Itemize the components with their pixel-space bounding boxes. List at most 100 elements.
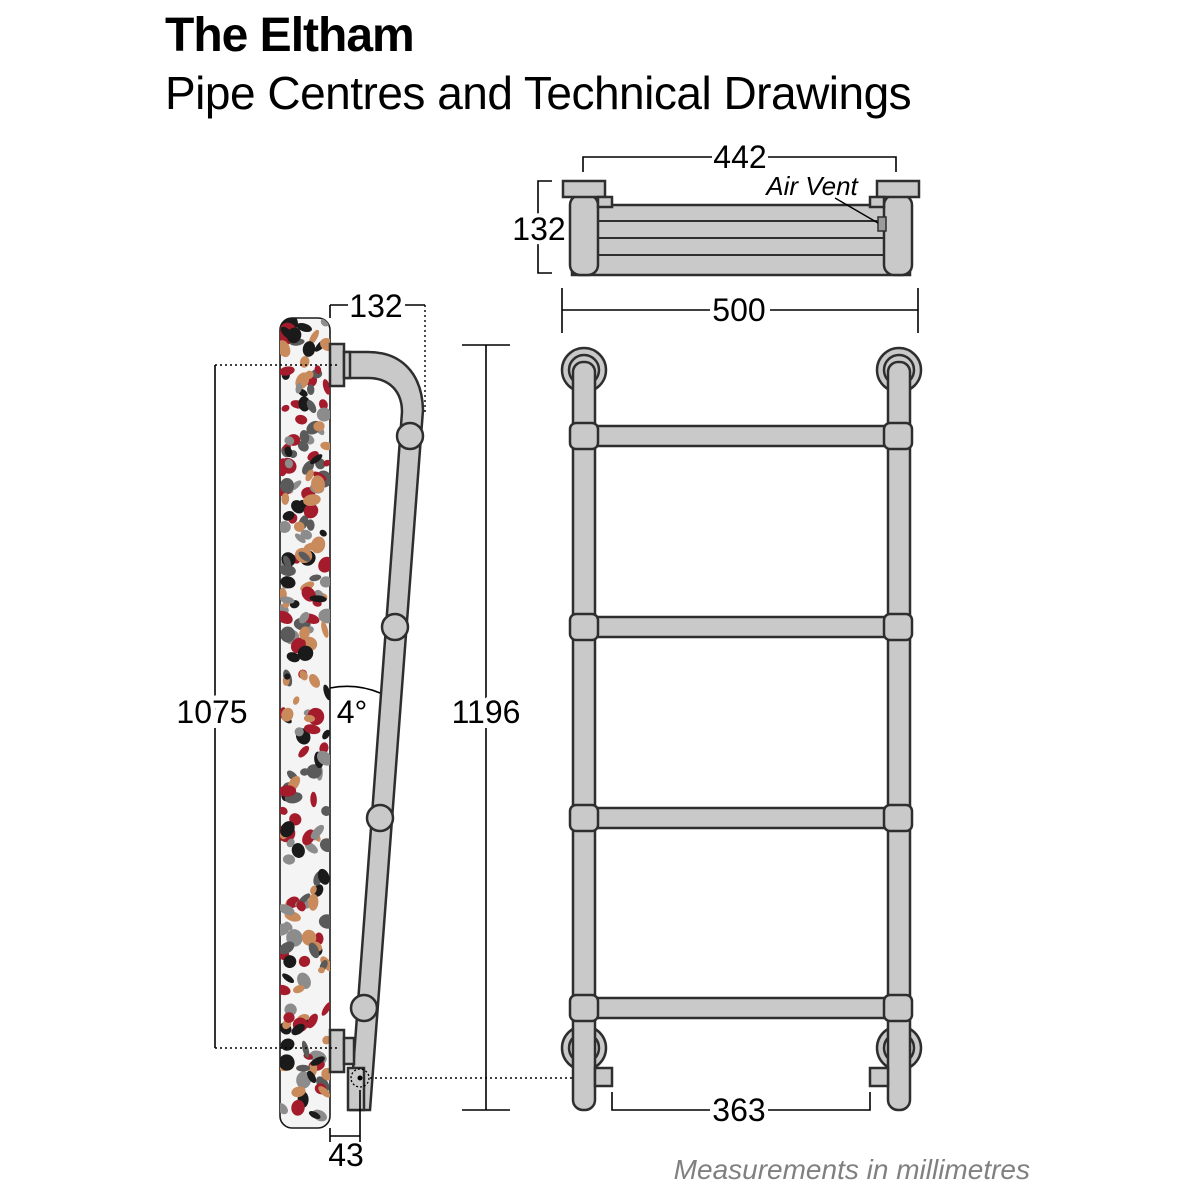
wall-speck [316, 407, 330, 422]
dim-overall-width: 500 [712, 292, 765, 328]
wall-speck [297, 440, 309, 452]
front-rail-collar [882, 612, 914, 642]
wall-speck [311, 475, 325, 494]
wall-speck [280, 576, 296, 589]
front-rail-collar [568, 612, 600, 642]
dim-side-projection: 132 [349, 288, 402, 324]
top-view: 442 132 Air Vent 500 [508, 139, 921, 333]
wall-speck [298, 396, 311, 412]
wall-speck [280, 806, 288, 815]
wall-speck [306, 399, 317, 414]
wall-speck [298, 745, 310, 758]
front-rail-collar [568, 803, 600, 833]
wall-speck [310, 791, 317, 808]
wall-speck [280, 610, 293, 625]
wall-speck [304, 842, 318, 854]
wall-speck [297, 645, 314, 661]
wall-texture [280, 318, 330, 1122]
wall-speck [299, 626, 310, 640]
top-view-body [570, 203, 912, 277]
page-subtitle: Pipe Centres and Technical Drawings [165, 67, 912, 119]
wall-speck [318, 914, 330, 929]
wall-speck [318, 556, 330, 573]
wall-speck [303, 503, 319, 519]
wall-speck [298, 955, 311, 967]
wall-speck [284, 446, 293, 458]
wall-speck [313, 421, 325, 432]
wall-speck [294, 533, 306, 544]
wall-speck [308, 942, 320, 959]
wall-speck [284, 436, 295, 446]
wall-speck [310, 536, 326, 554]
wall-speck [304, 724, 321, 735]
wall-speck [291, 1099, 305, 1116]
front-rail [593, 996, 890, 1020]
wall-speck [319, 529, 327, 537]
wall-speck [303, 494, 321, 507]
top-view-left-upright [568, 193, 600, 277]
wall-speck [281, 492, 290, 505]
wall-speck [286, 327, 302, 344]
wall-speck [280, 941, 295, 955]
wall-speck [308, 893, 319, 911]
wall-speck [293, 984, 305, 994]
wall-speck [301, 1040, 310, 1058]
side-knuckle [395, 421, 425, 451]
wall-speck [321, 621, 329, 638]
wall-speck [310, 454, 323, 465]
wall-speck [280, 904, 295, 916]
side-knuckle [380, 612, 410, 642]
footnote: Measurements in millimetres [673, 1154, 1030, 1185]
front-rail-collar [882, 993, 914, 1023]
air-vent [877, 216, 887, 232]
wall-speck [306, 519, 315, 531]
wall-speck [322, 379, 330, 395]
front-right-valve [868, 1066, 890, 1088]
dim-overall-height: 1196 [452, 694, 521, 730]
wall-speck [283, 955, 297, 969]
wall-speck [292, 696, 300, 705]
front-rail-collar [568, 993, 600, 1023]
wall-speck [318, 1086, 330, 1098]
wall-speck [297, 972, 311, 989]
front-view: 363 [560, 346, 923, 1128]
wall-speck [280, 564, 296, 577]
side-bottom-bracket [328, 1028, 346, 1074]
page-title: The Eltham [165, 9, 415, 62]
wall-speck [280, 1054, 295, 1071]
wall-speck [280, 340, 291, 358]
dim-angle: 4° [337, 694, 368, 730]
wall-speck [282, 973, 295, 983]
side-view: 132 1075 4° 1196 43 [171, 288, 600, 1173]
wall-speck [314, 365, 322, 374]
wall-speck [309, 595, 327, 603]
wall-speck [280, 366, 295, 376]
wall-speck [298, 611, 310, 624]
wall-speck [280, 596, 295, 604]
wall-speck [303, 714, 316, 723]
wall-speck [280, 626, 296, 643]
wall-speck [296, 1064, 311, 1072]
wall-speck [322, 729, 330, 740]
wall-speck [296, 900, 306, 912]
wall-speck [304, 370, 314, 380]
top-view-right-flange [875, 179, 921, 199]
wall-speck [319, 576, 330, 588]
front-rail [593, 806, 890, 830]
wall-speck [310, 885, 317, 895]
wall-speck [291, 1086, 306, 1098]
wall-speck [306, 764, 322, 779]
wall-speck [321, 806, 330, 816]
wall-speck [280, 984, 291, 996]
wall-speck [284, 673, 291, 680]
front-rail-collar [882, 803, 914, 833]
wall-speck [320, 441, 330, 451]
top-view-right-upright [882, 193, 914, 277]
wall-speck [308, 1111, 321, 1119]
wall-speck [283, 1012, 295, 1023]
wall-speck [295, 382, 303, 394]
wall-speck [295, 414, 308, 425]
wall-speck [282, 511, 295, 521]
wall-speck [284, 458, 294, 469]
